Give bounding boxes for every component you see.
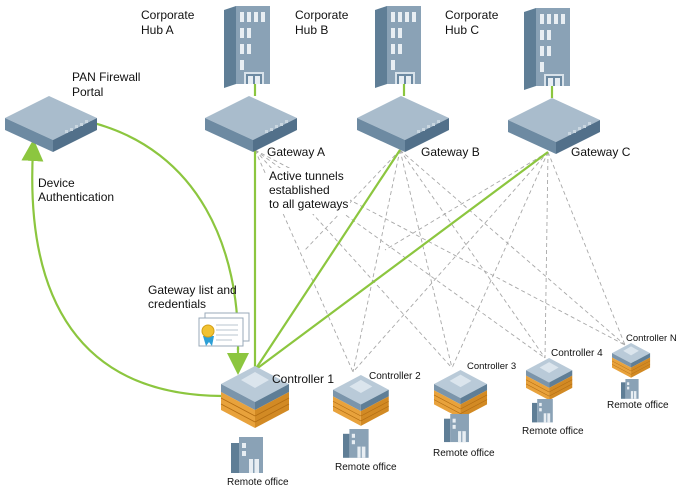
- svg-text:Corporate: Corporate: [445, 8, 499, 22]
- gateway-c-label: Gateway C: [571, 145, 631, 159]
- svg-text:Hub C: Hub C: [445, 23, 479, 37]
- portal-to-controller-link: [89, 120, 240, 351]
- controller-4-label: Controller 4: [551, 348, 603, 359]
- remote-office-2-label: Remote office: [335, 462, 397, 473]
- tunnels-note: Active tunnels established to all gatewa…: [266, 168, 350, 214]
- remote-office-1-label: Remote office: [227, 477, 289, 488]
- gateway-list-label: Gateway list and credentials: [148, 283, 237, 311]
- svg-text:Authentication: Authentication: [38, 190, 114, 204]
- remote-office-4-label: Remote office: [522, 426, 584, 437]
- svg-text:to all gateways: to all gateways: [269, 197, 348, 211]
- remote-office-3-icon: [444, 414, 469, 443]
- firewall-portal-icon: [5, 96, 97, 152]
- remote-office-1-icon: [231, 437, 263, 473]
- remote-office-n-icon: [621, 379, 639, 399]
- certificate-icon: [198, 312, 250, 347]
- gateway-a-icon: [205, 96, 297, 152]
- svg-text:Corporate: Corporate: [295, 8, 349, 22]
- svg-text:Device: Device: [38, 176, 75, 190]
- device-auth-arrow: [21, 139, 223, 398]
- svg-text:PAN Firewall: PAN Firewall: [72, 70, 140, 84]
- gateway-b-label: Gateway B: [421, 145, 480, 159]
- svg-text:credentials: credentials: [148, 297, 206, 311]
- controller-1-label: Controller 1: [272, 372, 334, 386]
- remote-office-2-icon: [343, 429, 369, 458]
- controller-3-icon: [433, 369, 488, 419]
- hub-label-c: Corporate Hub C: [445, 8, 499, 37]
- svg-text:Hub A: Hub A: [141, 23, 174, 37]
- tunnel-links: [254, 149, 626, 373]
- controller-3-label: Controller 3: [467, 361, 516, 372]
- hub-c-building-icon: [524, 8, 570, 90]
- hub-label-b: Corporate Hub B: [295, 8, 349, 37]
- svg-text:Active tunnels: Active tunnels: [269, 169, 344, 183]
- remote-office-n-label: Remote office: [607, 400, 669, 411]
- hub-b-building-icon: [375, 6, 421, 88]
- svg-text:Gateway list and: Gateway list and: [148, 283, 237, 297]
- controller-2-label: Controller 2: [369, 371, 421, 382]
- svg-text:Portal: Portal: [72, 85, 103, 99]
- hub-label-a: Corporate Hub A: [141, 8, 195, 37]
- gateway-b-link: [254, 149, 401, 371]
- controller-n-label: Controller N: [626, 333, 677, 344]
- controller-2-icon: [332, 374, 390, 427]
- svg-text:Corporate: Corporate: [141, 8, 195, 22]
- controller-n-icon: [611, 342, 651, 378]
- hub-a-building-icon: [224, 6, 270, 88]
- remote-office-4-icon: [532, 399, 553, 423]
- gateway-a-label: Gateway A: [267, 145, 325, 159]
- gateway-b-icon: [357, 96, 449, 152]
- portal-label: PAN Firewall Portal: [72, 70, 140, 99]
- svg-text:established: established: [269, 183, 330, 197]
- svg-text:Hub B: Hub B: [295, 23, 328, 37]
- device-auth-label: Device Authentication: [38, 176, 114, 204]
- remote-office-3-label: Remote office: [433, 448, 495, 459]
- gateway-c-link: [254, 151, 549, 371]
- controller-4-icon: [525, 357, 573, 401]
